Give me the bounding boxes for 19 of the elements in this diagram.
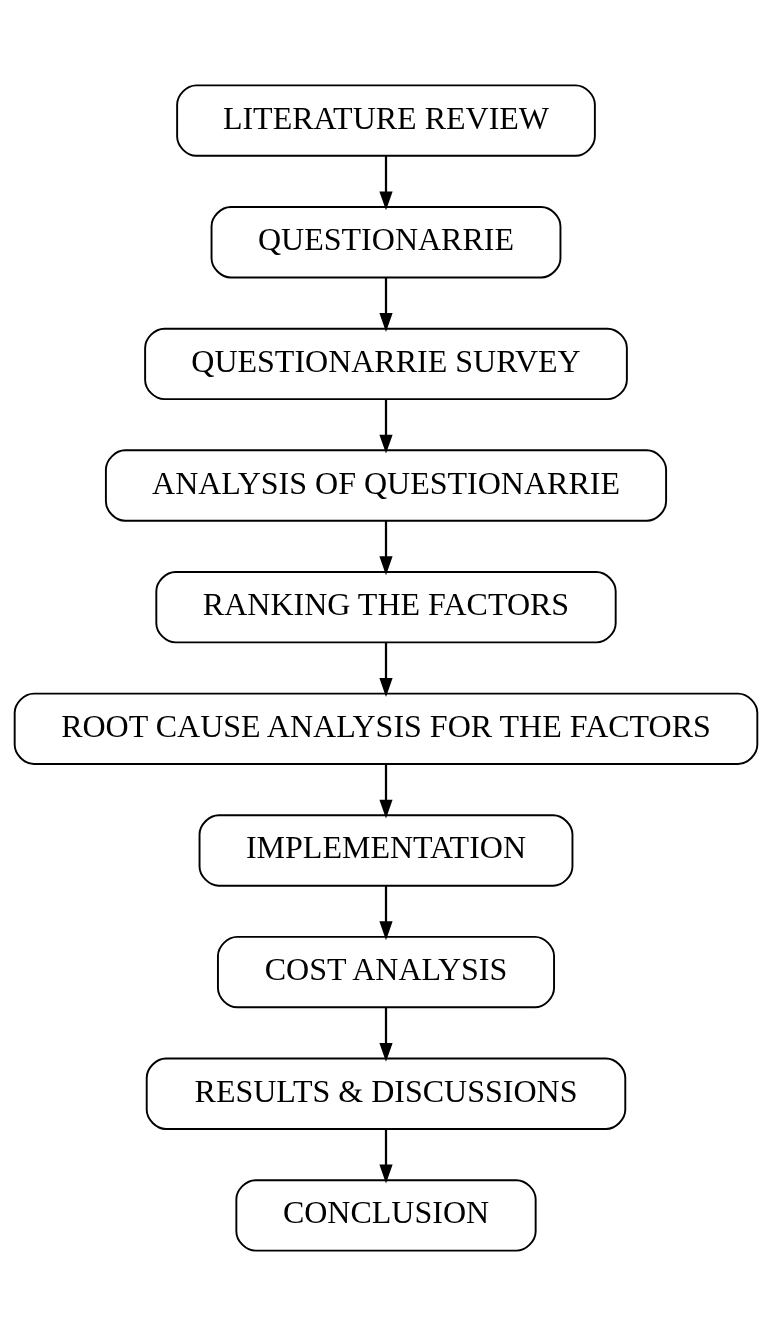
node-box: ROOT CAUSE ANALYSIS FOR THE FACTORS xyxy=(13,692,759,765)
node-box: CONCLUSION xyxy=(235,1179,537,1252)
arrow xyxy=(379,1007,393,1062)
arrow xyxy=(379,520,393,576)
arrow xyxy=(379,764,393,819)
node-box: RANKING THE FACTORS xyxy=(155,571,617,644)
node-box: QUESTIONARRIE xyxy=(210,206,562,279)
node-box: IMPLEMENTATION xyxy=(198,814,574,887)
node-box: RESULTS & DISCUSSIONS xyxy=(145,1057,627,1130)
node-box: ANALYSIS OF QUESTIONARRIE xyxy=(104,449,668,522)
arrow xyxy=(379,642,393,697)
arrow xyxy=(379,277,393,332)
arrow xyxy=(379,399,393,454)
node-box: QUESTIONARRIE SURVEY xyxy=(144,327,628,401)
node-box: LITERATURE REVIEW xyxy=(176,84,596,157)
arrow xyxy=(379,885,393,941)
arrow xyxy=(379,155,393,211)
arrow xyxy=(379,1128,393,1184)
node-box: COST ANALYSIS xyxy=(217,935,555,1009)
